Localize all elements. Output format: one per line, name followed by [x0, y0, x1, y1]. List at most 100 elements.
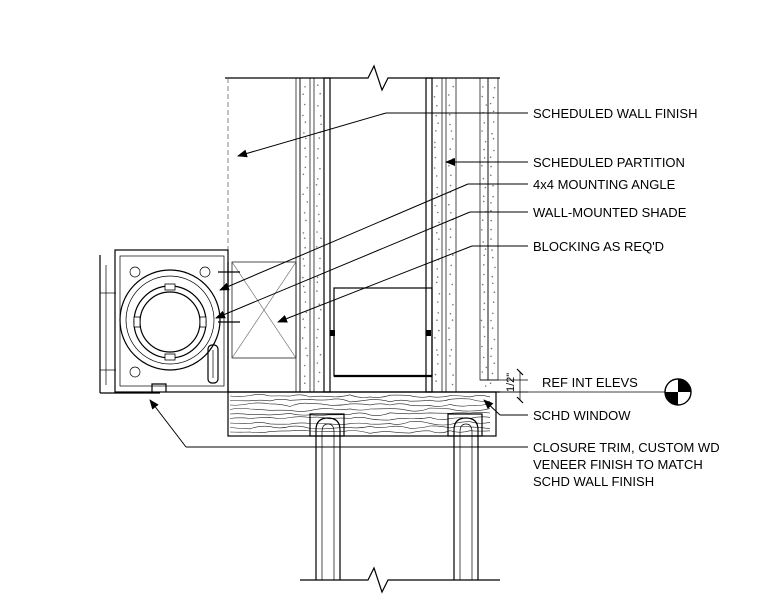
stipple-dot: [434, 146, 436, 149]
partition-wall: [299, 77, 499, 393]
stipple-dot: [449, 312, 452, 315]
annotation-labels: SCHEDULED WALL FINISH SCHEDULED PARTITIO…: [533, 106, 720, 489]
stipple-dot: [315, 184, 318, 186]
stipple-dot: [436, 248, 438, 251]
stipple-dot: [304, 291, 306, 294]
stipple-dot: [492, 301, 495, 304]
stipple-dot: [305, 219, 307, 222]
stipple-dot: [483, 122, 486, 124]
label-ref-int-elevs: REF INT ELEVS: [542, 375, 638, 390]
window-head: [227, 391, 500, 437]
stipple-dot: [452, 374, 454, 376]
stipple-dot: [489, 156, 492, 158]
stipple-dot: [437, 363, 439, 365]
stipple-dot: [436, 276, 439, 278]
window-mullion-right: [447, 413, 483, 580]
stipple-dot: [482, 86, 484, 88]
stipple-dot: [318, 137, 321, 139]
stipple-dot: [448, 327, 450, 329]
bottom-break-line: [300, 566, 500, 594]
stipple-dot: [450, 212, 452, 214]
wall-finish-layer: [227, 78, 301, 392]
stipple-dot: [493, 362, 496, 365]
stipple-dot: [302, 285, 305, 288]
stipple-dot: [302, 258, 305, 260]
stipple-dot: [490, 202, 492, 204]
stipple-dot: [433, 167, 436, 169]
stipple-dot: [452, 254, 454, 256]
stipple-dot: [452, 158, 454, 160]
stipple-dot: [305, 347, 307, 350]
stipple-dot: [434, 373, 437, 376]
stipple-dot: [481, 371, 484, 373]
stipple-dot: [449, 184, 452, 187]
stipple-dot: [483, 291, 486, 293]
stipple-dot: [304, 301, 307, 303]
stipple-dot: [484, 186, 487, 189]
wood-grain-line: [229, 412, 491, 416]
stipple-dot: [490, 228, 492, 231]
stipple-dot: [315, 246, 318, 248]
stipple-dot: [306, 187, 309, 189]
stipple-dot: [491, 372, 494, 375]
wood-grain-line: [229, 430, 491, 434]
stipple-dot: [448, 113, 451, 116]
stipple-dot: [435, 114, 438, 117]
stipple-dot: [490, 165, 492, 168]
stipple-dot: [450, 264, 453, 267]
stipple-dot: [493, 291, 496, 294]
stipple-dot: [434, 337, 436, 339]
stipple-dot: [438, 293, 441, 295]
reference-elevation: [500, 378, 692, 406]
stipple-dot: [481, 229, 483, 231]
stipple-dot: [492, 121, 495, 123]
stipple-dot: [483, 308, 485, 311]
stipple-dot: [485, 366, 488, 369]
stipple-dot: [451, 383, 454, 386]
stipple-dot: [320, 115, 322, 117]
stipple-dot: [490, 174, 492, 177]
label-scheduled-partition: SCHEDULED PARTITION: [533, 155, 685, 170]
blocking: [330, 287, 433, 378]
stipple-dot: [483, 326, 485, 328]
stipple-dot: [492, 312, 494, 315]
stipple-dot: [305, 311, 308, 314]
wood-grain-line: [229, 402, 491, 407]
stipple-dot: [482, 356, 485, 359]
stipple-dot: [317, 380, 320, 383]
elevation-marker-icon: [664, 378, 692, 406]
leaders: [149, 112, 528, 448]
stipple-dot: [481, 219, 484, 221]
stipple-dot: [318, 213, 320, 216]
stipple-dot: [302, 114, 304, 117]
stipple-dot: [319, 167, 321, 170]
stipple-dot: [492, 195, 494, 198]
stipple-dot: [481, 345, 483, 348]
stipple-dot: [436, 268, 439, 270]
stipple-dot: [436, 319, 438, 322]
label-closure-line1: CLOSURE TRIM, CUSTOM WD: [533, 440, 720, 455]
stipple-dot: [436, 104, 438, 107]
stipple-dot: [316, 157, 319, 159]
stipple-dot: [448, 293, 451, 295]
stipple-dot: [436, 186, 439, 189]
stipple-dot: [436, 232, 438, 234]
gypsum-stipple: [301, 84, 496, 387]
wood-grain-line: [229, 420, 491, 426]
stipple-dot: [448, 248, 450, 251]
stipple-dot: [302, 193, 304, 195]
stipple-dot: [447, 94, 450, 96]
stipple-dot: [483, 254, 486, 257]
stipple-dot: [492, 137, 495, 140]
stipple-dot: [491, 327, 494, 329]
stipple-dot: [484, 140, 487, 143]
stipple-dot: [482, 177, 485, 180]
stipple-dot: [493, 87, 496, 89]
stipple-dot: [320, 237, 322, 240]
stipple-dot: [318, 317, 320, 320]
stipple-dot: [493, 149, 495, 152]
wood-grain-line: [229, 394, 491, 398]
stipple-dot: [437, 312, 440, 314]
stipple-dot: [317, 328, 319, 331]
